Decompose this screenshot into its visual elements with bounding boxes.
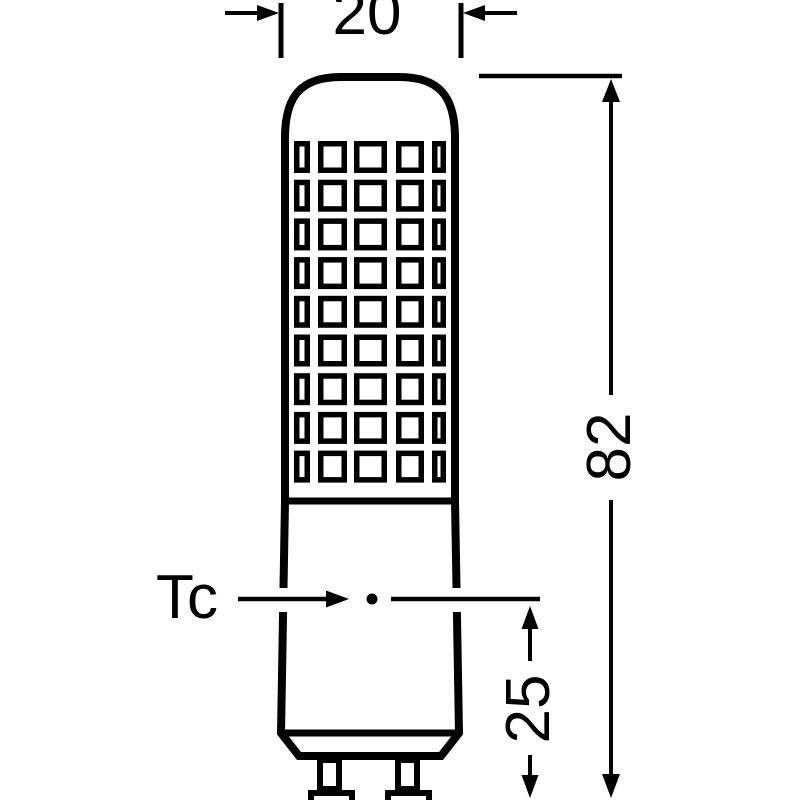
led-cell — [354, 218, 387, 251]
led-cell — [432, 218, 446, 251]
pin-stem-right — [395, 757, 420, 792]
length-arrowhead-top — [602, 79, 620, 102]
pin-stem-left — [317, 757, 342, 792]
led-cell — [354, 257, 387, 290]
led-cell — [432, 334, 446, 367]
led-cell — [432, 179, 446, 212]
led-cell — [354, 179, 387, 212]
led-cell — [318, 257, 347, 290]
tc-dist-arrowhead-bottom — [521, 775, 539, 798]
led-cell — [318, 450, 347, 483]
led-cell — [294, 257, 310, 290]
led-cell — [396, 141, 424, 173]
led-cell — [318, 218, 347, 251]
tc-distance-label: 25 — [494, 674, 563, 744]
width-arrowhead-right — [463, 5, 485, 21]
pin-foot-right — [385, 790, 432, 800]
led-cell — [432, 373, 446, 406]
led-cell — [354, 141, 387, 173]
dimension-tc-distance — [521, 606, 539, 798]
led-cell — [294, 218, 310, 251]
led-cell — [396, 373, 424, 406]
led-cell — [354, 411, 387, 444]
led-cell — [318, 141, 347, 173]
led-cell — [318, 295, 347, 328]
dimension-overall-length — [479, 73, 622, 798]
pin-foot-left — [308, 790, 355, 800]
led-cell — [432, 450, 446, 483]
led-cell — [396, 295, 424, 328]
led-cell — [396, 257, 424, 290]
led-cell — [318, 179, 347, 212]
dimension-width — [225, 3, 517, 58]
led-cell — [432, 141, 446, 173]
led-cell — [318, 411, 347, 444]
tc-dist-arrowhead-top — [521, 606, 539, 629]
led-cell — [294, 179, 310, 212]
led-cell — [396, 179, 424, 212]
lamp — [275, 73, 464, 800]
led-cell — [354, 295, 387, 328]
led-cell — [294, 141, 310, 173]
led-cell — [318, 334, 347, 367]
width-arrowhead-left — [257, 5, 279, 21]
led-cell — [294, 334, 310, 367]
width-dimension-label: 20 — [332, 0, 402, 48]
led-cell — [432, 257, 446, 290]
led-cell — [318, 373, 347, 406]
led-cell — [294, 411, 310, 444]
length-dimension-label: 82 — [575, 412, 644, 482]
led-cell — [432, 411, 446, 444]
tc-point-dot — [366, 593, 378, 605]
led-cell — [354, 373, 387, 406]
tc-pointer — [238, 590, 540, 608]
led-cell — [354, 450, 387, 483]
led-cell — [396, 450, 424, 483]
led-cell — [396, 334, 424, 367]
length-arrowhead-bottom — [602, 774, 620, 798]
led-grid — [294, 141, 446, 483]
led-cell — [294, 450, 310, 483]
tc-arrowhead — [326, 590, 349, 608]
led-cell — [354, 334, 387, 367]
led-cell — [396, 411, 424, 444]
tc-point-label: Tc — [156, 563, 218, 632]
led-cell — [294, 295, 310, 328]
led-cell — [432, 295, 446, 328]
led-cell — [294, 373, 310, 406]
led-cell — [396, 218, 424, 251]
